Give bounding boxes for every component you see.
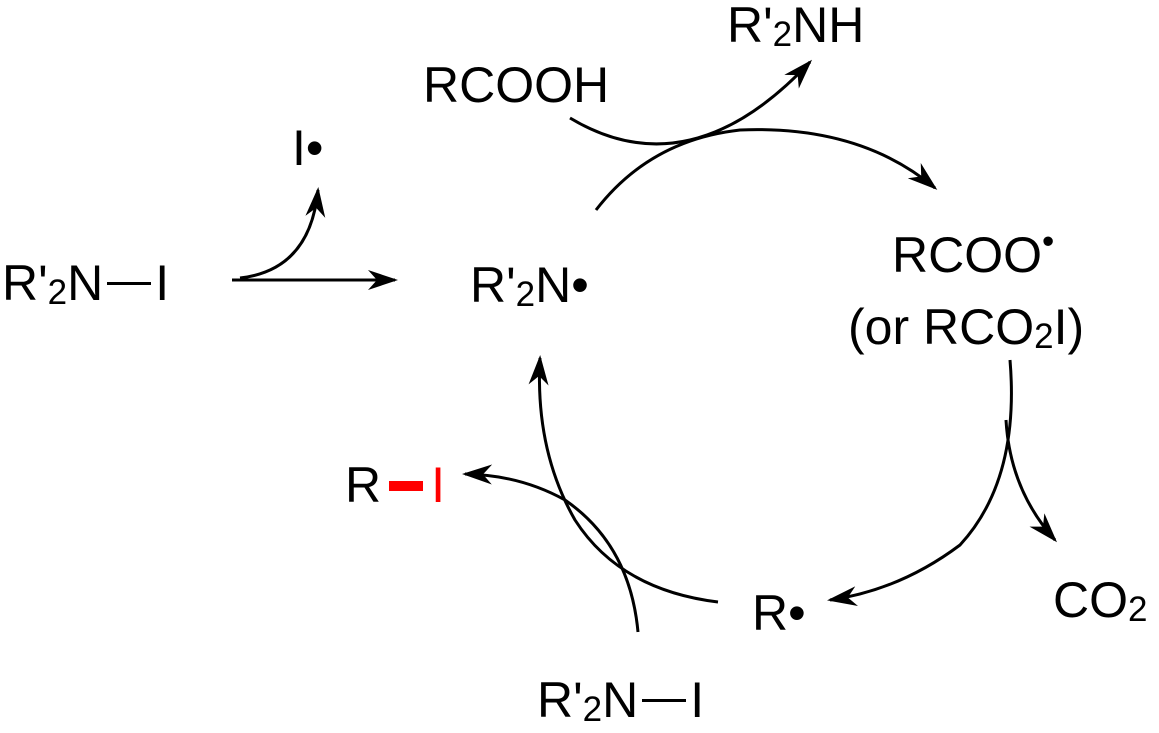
acyl-hypoiodite-subscript: 2 [1034,317,1054,357]
alkyl-radical-symbol: R [752,585,789,641]
n-i-bond-bottom [642,699,687,703]
c-i-bond-highlight [389,480,424,491]
rcooh-text: RCOOH [423,57,610,113]
co2-subscript: 2 [1128,590,1148,630]
aminyl-prefix: R' [470,257,516,313]
acyl-hypoiodite: (or RCO2I) [848,299,1085,355]
reagent-left-atom: N [67,255,104,311]
amine-subscript: 2 [772,15,793,55]
product-r: R [345,457,382,513]
carboxyl-text: RCOO [892,227,1042,283]
n-i-bond [107,282,152,286]
acyl-hypoiodite-open: (or RCO [848,299,1035,355]
reagent-left-partner: I [155,255,170,311]
reagent-left-subscript: 2 [47,273,68,313]
cycle-right-arc [827,359,1013,607]
amine-rest: NH [792,0,865,53]
carboxyl-radical: RCOO• [892,224,1054,283]
co2-release-arrow [1004,419,1058,543]
co2-text: CO [1053,572,1128,628]
alkyl-radical-dot: • [788,585,806,641]
amine-label: R'2NH [727,0,865,53]
iodine-release-arrow [239,187,326,280]
reagent-bottom-prefix: R' [537,672,583,728]
cycle-top-arc [594,128,938,211]
product-i: I [431,457,446,513]
cycle-left-arc [528,355,719,604]
iodine-radical-symbol: I [292,120,306,176]
aminyl-atom: N [535,257,572,313]
aminyl-dot: • [571,257,589,313]
amine-prefix: R' [727,0,773,53]
acyl-hypoiodite-close: I) [1053,299,1085,355]
reagent-bottom-partner: I [690,672,705,728]
aminyl-subscript: 2 [515,275,536,315]
iodine-radical: I• [292,123,323,173]
rcooh-to-amine-arrow [569,59,813,146]
alkyl-radical: R• [752,588,806,638]
iodine-radical-dot: • [305,120,324,176]
rcooh-label: RCOOH [423,60,609,110]
reagent-bottom-atom: N [602,672,639,728]
reagent-left-prefix: R' [2,255,48,311]
aminyl-radical: R'2N• [470,257,589,313]
reagent-bottom-subscript: 2 [582,690,603,730]
reagent-to-product-arrow [462,464,640,633]
carboxyl-dot: • [1042,221,1055,261]
co2-label: CO2 [1053,572,1147,628]
